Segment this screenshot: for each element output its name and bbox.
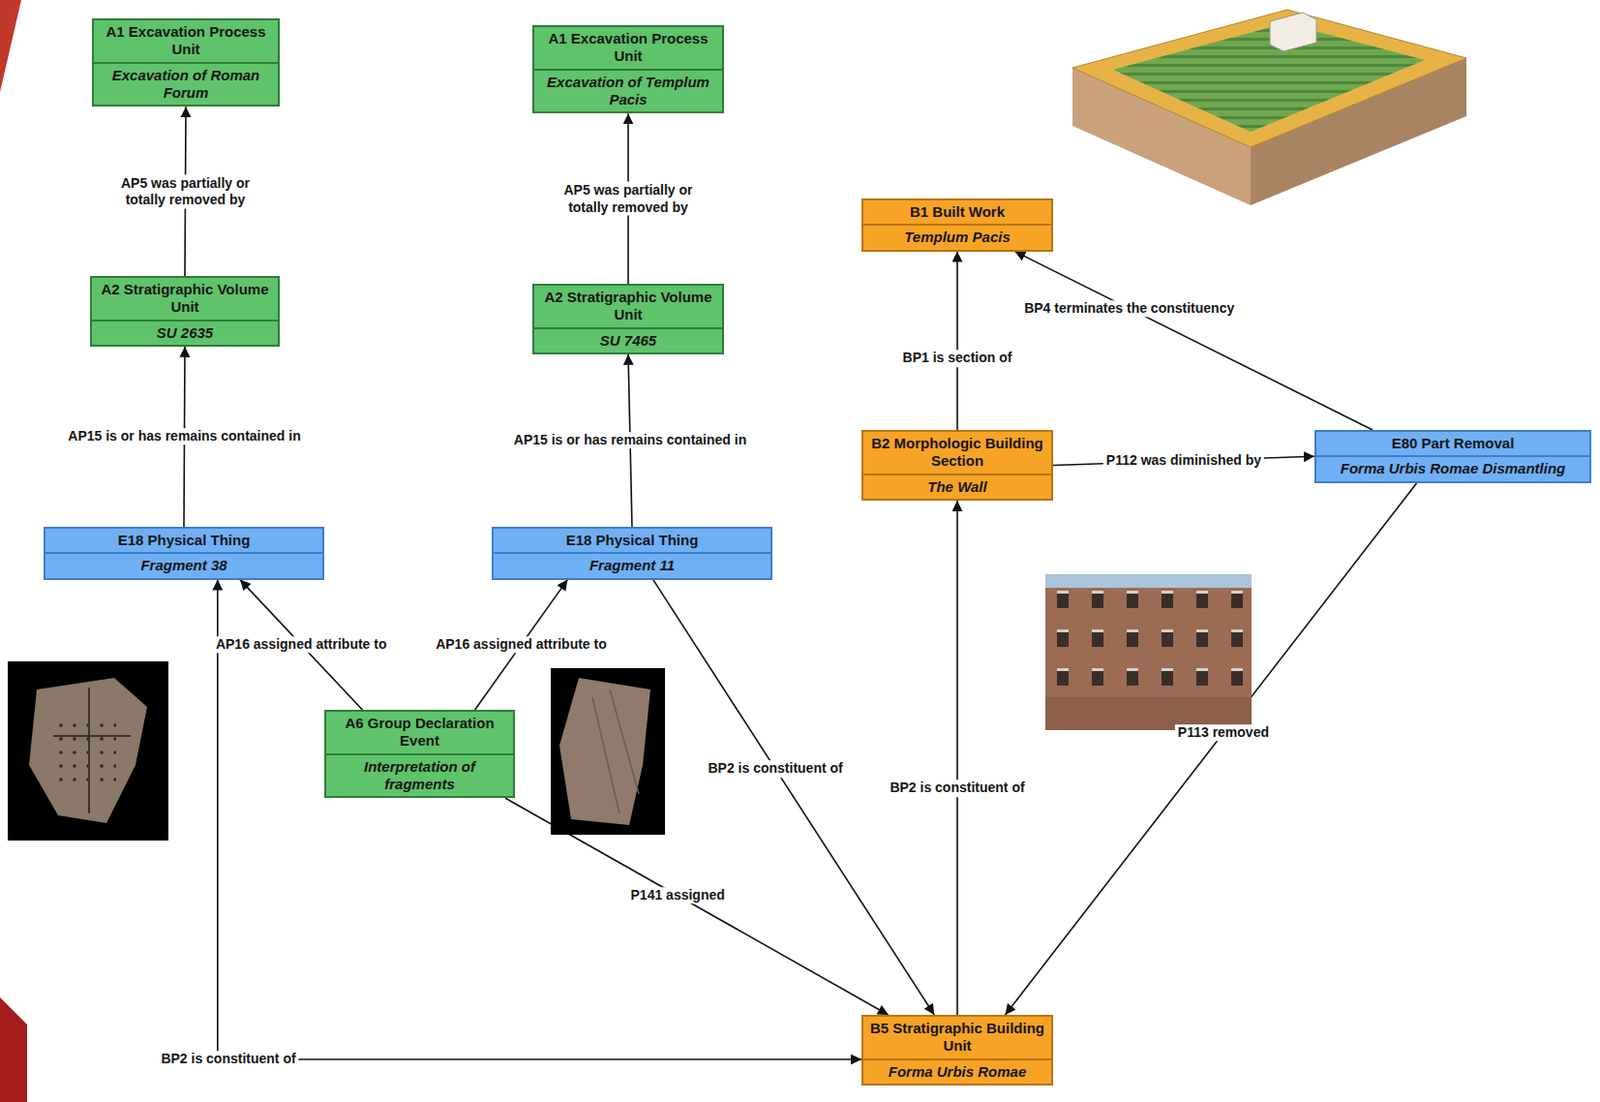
class-box: B1 Built WorkTemplum Pacis bbox=[861, 198, 1054, 252]
class-box: A2 Stratigraphic Volume UnitSU 2635 bbox=[90, 275, 280, 347]
courtyard bbox=[1113, 23, 1425, 132]
relation-label: P113 removed bbox=[1175, 724, 1272, 742]
instance-name: Templum Pacis bbox=[863, 223, 1052, 249]
roof bbox=[1072, 9, 1467, 148]
relation-label: BP2 is constituent of bbox=[886, 780, 1027, 798]
instance-name: Forma Urbis Romae bbox=[863, 1057, 1052, 1084]
class-box: A1 Excavation Process UnitExcavation of … bbox=[532, 25, 725, 114]
class-name: B1 Built Work bbox=[863, 200, 1052, 224]
brick-facade bbox=[1045, 573, 1252, 730]
class-name: A1 Excavation Process Unit bbox=[534, 27, 723, 69]
instance-name: The Wall bbox=[863, 473, 1052, 499]
class-box: B5 Stratigraphic Building UnitForma Urbi… bbox=[861, 1014, 1054, 1086]
relation-label: BP2 is constituent of bbox=[704, 759, 846, 778]
class-name: E18 Physical Thing bbox=[45, 528, 323, 552]
class-box: A1 Excavation Process UnitExcavation of … bbox=[91, 18, 280, 107]
instance-name: SU 2635 bbox=[91, 319, 278, 345]
relation-arrow bbox=[1005, 483, 1418, 1015]
class-name: E18 Physical Thing bbox=[493, 528, 771, 552]
fragment-11-photo bbox=[550, 667, 665, 835]
relation-arrow bbox=[956, 500, 959, 1015]
class-name: E80 Part Removal bbox=[1316, 431, 1590, 455]
temple bbox=[1269, 12, 1317, 52]
sky bbox=[1045, 573, 1252, 588]
templum-pacis-render bbox=[1072, 9, 1467, 206]
instance-name: SU 7465 bbox=[534, 327, 723, 353]
class-name: A2 Stratigraphic Volume Unit bbox=[91, 277, 278, 320]
instance-name: Excavation of Roman Forum bbox=[93, 61, 278, 106]
relation-label: AP5 was partially or totally removed by bbox=[100, 174, 272, 209]
class-box: A2 Stratigraphic Volume UnitSU 7465 bbox=[532, 283, 725, 355]
class-box: B2 Morphologic Building SectionThe Wall bbox=[861, 429, 1054, 501]
relation-label: AP15 is or has remains contained in bbox=[511, 431, 750, 450]
relation-arrow bbox=[653, 579, 935, 1015]
relation-label: BP2 is constituent of bbox=[157, 1050, 299, 1068]
class-box: E80 Part RemovalForma Urbis Romae Disman… bbox=[1314, 429, 1592, 484]
class-name: A6 Group Declaration Event bbox=[326, 711, 514, 754]
photo-ground bbox=[7, 661, 169, 841]
instance-name: Fragment 11 bbox=[493, 551, 771, 577]
class-box: A6 Group Declaration EventInterpretation… bbox=[324, 709, 515, 798]
relation-arrow bbox=[956, 251, 959, 430]
fragment-marks bbox=[58, 721, 117, 789]
relation-label: BP4 terminates the constituency bbox=[1021, 300, 1238, 318]
fragment-38-photo bbox=[7, 661, 169, 841]
relation-arrow bbox=[1014, 251, 1373, 430]
marble-fragment bbox=[559, 677, 651, 825]
instance-name: Excavation of Templum Pacis bbox=[534, 68, 723, 113]
relation-label: AP15 is or has remains contained in bbox=[64, 427, 303, 446]
fragment-marks bbox=[592, 689, 639, 814]
instance-name: Interpretation of fragments bbox=[326, 753, 514, 797]
relation-label: BP1 is section of bbox=[900, 349, 1016, 367]
class-name: A2 Stratigraphic Volume Unit bbox=[534, 285, 723, 328]
class-box: E18 Physical ThingFragment 11 bbox=[491, 526, 773, 580]
instance-name: Fragment 38 bbox=[45, 551, 323, 577]
instance-name: Forma Urbis Romae Dismantling bbox=[1316, 454, 1590, 481]
relation-label: AP5 was partially or totally removed by bbox=[543, 181, 714, 216]
corner-decoration bbox=[0, 0, 22, 92]
fragment-marks bbox=[53, 687, 131, 814]
class-box: E18 Physical ThingFragment 38 bbox=[43, 526, 325, 580]
class-name: B2 Morphologic Building Section bbox=[863, 431, 1052, 474]
photo-ground bbox=[550, 667, 665, 835]
class-name: A1 Excavation Process Unit bbox=[93, 20, 278, 62]
relation-label: P112 was diminished by bbox=[1103, 452, 1265, 470]
garden-rows bbox=[1113, 23, 1425, 132]
marble-fragment bbox=[29, 677, 148, 823]
wall-photo bbox=[1045, 573, 1252, 730]
relation-label: AP16 assigned attribute to bbox=[212, 635, 391, 654]
corner-decoration bbox=[0, 996, 28, 1102]
relation-label: P141 assigned bbox=[628, 886, 728, 905]
class-name: B5 Stratigraphic Building Unit bbox=[863, 1016, 1052, 1058]
relation-label: AP16 assigned attribute to bbox=[432, 635, 610, 654]
